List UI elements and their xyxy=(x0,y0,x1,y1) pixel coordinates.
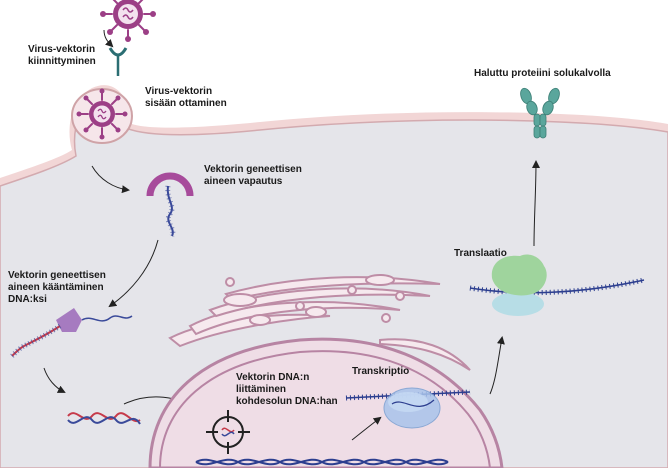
virus-icon xyxy=(100,0,156,42)
label-uptake-line2: sisään ottaminen xyxy=(145,98,227,109)
label-transcription: Transkriptio xyxy=(352,366,410,377)
arrow-surface xyxy=(531,160,540,247)
arrow-release xyxy=(91,165,130,194)
label-attachment: Virus-vektorin kiinnittyminen xyxy=(28,44,96,68)
rna-polymerase-icon xyxy=(345,387,471,429)
arrow-translate xyxy=(489,336,505,395)
arrow-attach xyxy=(103,29,114,48)
label-integration: Vektorin DNA:n liittäminen kohdesolun DN… xyxy=(236,372,338,408)
reverse-transcriptase-icon xyxy=(10,308,133,358)
receptor-icon xyxy=(108,47,128,76)
label-release: Vektorin geneettisen aineen vapautus xyxy=(204,164,302,188)
label-release-line1: Vektorin geneettisen xyxy=(204,164,302,175)
arrow-transcribe xyxy=(351,416,382,441)
label-uptake-line1: Virus-vektorin xyxy=(145,86,213,97)
virus-icon xyxy=(76,88,128,140)
capsid-icon xyxy=(146,172,194,238)
label-attachment-line2: kiinnittyminen xyxy=(28,56,96,67)
label-integration-line2: liittäminen xyxy=(236,384,287,395)
arrow-reverse xyxy=(108,239,159,308)
label-release-line2: aineen vapautus xyxy=(204,176,283,187)
label-attachment-line1: Virus-vektorin xyxy=(28,44,96,55)
label-integration-line3: kohdesolun DNA:han xyxy=(236,396,338,407)
label-reverse-transcription: Vektorin geneettisen aineen kääntäminen … xyxy=(8,270,106,306)
membrane-protein-icon xyxy=(520,87,560,139)
arrow-dsdna xyxy=(43,367,66,393)
label-reverse-line1: Vektorin geneettisen xyxy=(8,270,106,281)
genomic-dna xyxy=(195,458,449,466)
label-translation: Translaatio xyxy=(454,248,507,259)
label-reverse-line3: DNA:ksi xyxy=(8,294,47,305)
label-surface-protein: Haluttu proteiini solukalvolla xyxy=(474,68,611,79)
nucleus xyxy=(148,337,504,468)
label-reverse-line2: aineen kääntäminen xyxy=(8,282,104,293)
ribosome-icon xyxy=(469,254,645,316)
golgi-apparatus xyxy=(168,274,471,371)
vector-dna xyxy=(67,412,141,425)
label-uptake: Virus-vektorin sisään ottaminen xyxy=(145,86,227,110)
label-integration-line1: Vektorin DNA:n xyxy=(236,372,310,383)
integrase-target-icon xyxy=(206,410,250,454)
